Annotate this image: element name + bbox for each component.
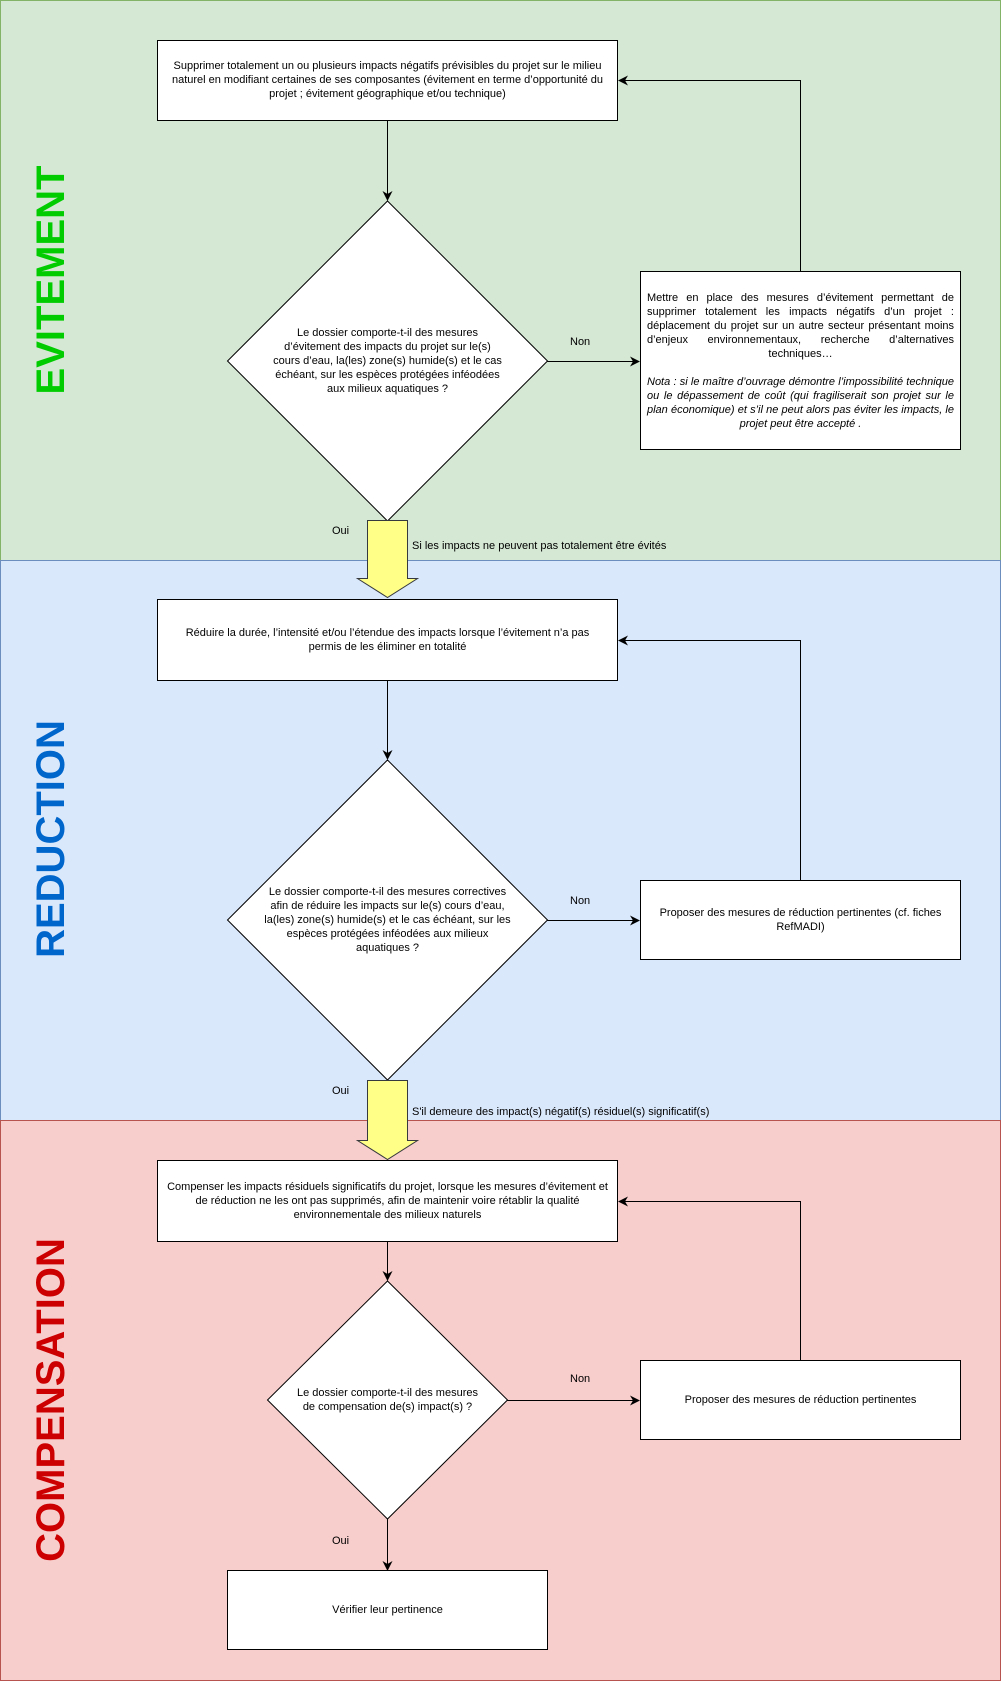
reduction-transition-label: S'il demeure des impact(s) négatif(s) ré… [412,1106,709,1118]
compensation-action-box [640,1360,961,1440]
evitement-question-text: Le dossier comporte-t-il des mesures d’é… [273,327,502,395]
lane-title-reduction: REDUCTION [29,720,73,958]
edge-evitement-loop [618,75,801,271]
reduction-question-text: Le dossier comporte-t-il des mesures cor… [264,886,511,954]
evitement-oui-label: Oui [332,525,349,537]
lane-title-compensation: COMPENSATION [29,1238,73,1562]
evitement-transition-label: Si les impacts ne peuvent pas totalement… [412,540,667,552]
compensation-goal-text: Compenser les impacts résiduels signific… [167,1181,608,1221]
lane-title-evitement: EVITEMENT [29,166,73,395]
block-arrow-evitement-to-reduction [355,520,420,599]
reduction-action-text: Proposer des mesures de réduction pertin… [659,907,942,933]
compensation-final-box [227,1570,548,1650]
compensation-final-text: Vérifier leur pertinence [332,1604,443,1616]
edge-reduction-loop [618,635,801,880]
compensation-action-text: Proposer des mesures de réduction pertin… [684,1394,917,1406]
evitement-note-text: Nota : si le maître d’ouvrage démontre l… [647,375,954,430]
evitement-action-text: Mettre en place des mesures d’évitement … [647,291,954,360]
reduction-goal-text: Réduire la durée, l’intensité et/ou l’ét… [185,627,590,653]
block-arrow-reduction-to-compensation [355,1080,420,1161]
evitement-goal-text: Supprimer totalement un ou plusieurs imp… [171,60,604,100]
reduction-oui-label: Oui [332,1085,349,1097]
reduction-action-box [640,880,961,960]
reduction-non-label: Non [570,895,590,907]
edge-compensation-loop [618,1196,801,1360]
compensation-goal-box [157,1160,618,1242]
evitement-goal-box [157,40,618,121]
compensation-non-label: Non [570,1373,590,1385]
reduction-goal-box [157,599,618,681]
compensation-oui-label: Oui [332,1535,349,1547]
evitement-action-box [640,271,961,450]
compensation-question-text: Le dossier comporte-t-il des mesures de … [297,1387,478,1413]
evitement-non-label: Non [570,336,590,348]
